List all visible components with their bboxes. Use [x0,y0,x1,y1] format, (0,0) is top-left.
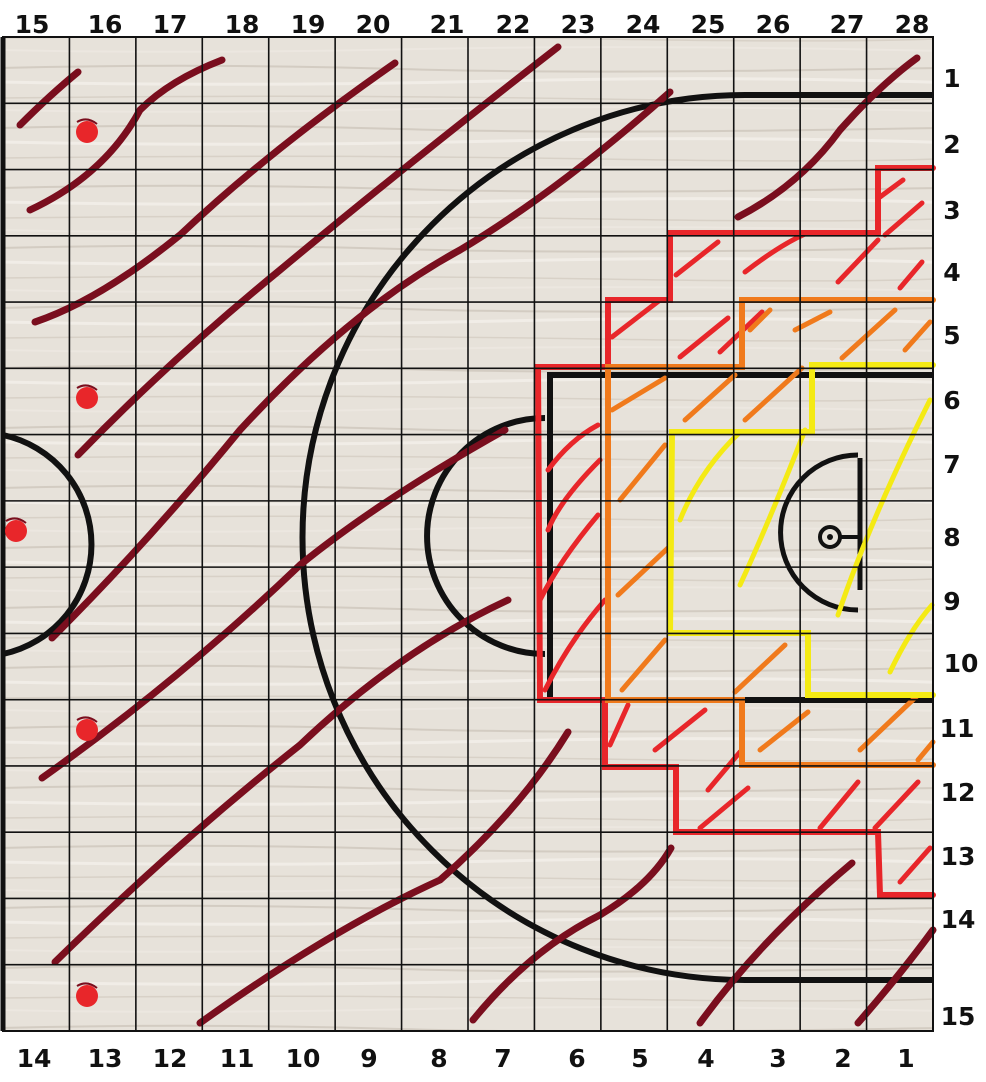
three-point-arc [299,92,933,983]
top-col-label: 26 [756,10,791,39]
top-col-label: 25 [691,10,726,39]
orange-zone [605,297,936,768]
top-col-label: 23 [561,10,596,39]
row-label: 11 [940,714,975,743]
top-col-label: 17 [153,10,188,39]
dark-red-zone-strokes [16,43,937,1027]
row-label: 14 [941,905,976,934]
row-label: 1 [943,64,960,93]
row-label: 6 [943,386,960,415]
row-labels: 1 2 3 4 5 6 7 8 9 10 11 12 13 14 15 [940,64,979,1031]
restricted-area [778,452,859,613]
top-col-label: 21 [430,10,465,39]
bottom-col-label: 3 [769,1044,786,1073]
row-label: 7 [943,450,960,479]
player-marker-3[interactable] [5,517,27,542]
top-col-label: 19 [291,10,326,39]
top-col-label: 18 [225,10,260,39]
top-col-label: 16 [88,10,123,39]
bottom-col-label: 6 [568,1044,585,1073]
row-label: 13 [941,842,976,871]
bottom-col-label: 13 [88,1044,123,1073]
bottom-col-label: 2 [834,1044,851,1073]
yellow-zone-outline [666,362,936,698]
top-col-label: 24 [626,10,661,39]
bottom-column-labels: 14 13 12 11 10 9 8 7 6 5 4 3 2 1 [17,1044,915,1073]
bottom-col-label: 14 [17,1044,52,1073]
center-circle [2,432,95,657]
bottom-col-label: 12 [153,1044,188,1073]
rim [818,525,842,549]
row-label: 3 [943,196,960,225]
row-label: 4 [943,258,960,287]
player-marker-4[interactable] [76,716,98,741]
player-markers [5,118,98,1007]
bottom-col-label: 8 [430,1044,447,1073]
free-throw-circle [424,415,546,657]
top-col-label: 27 [830,10,865,39]
bottom-col-label: 4 [697,1044,714,1073]
player-marker-1[interactable] [76,118,98,143]
rim-center [827,534,833,540]
yellow-zone [666,362,936,698]
row-label: 2 [943,130,960,159]
bottom-col-label: 9 [360,1044,377,1073]
court-markings [2,92,933,983]
top-col-label: 20 [356,10,391,39]
top-col-label: 28 [895,10,930,39]
grid-lines [3,37,933,1031]
bottom-col-label: 10 [286,1044,321,1073]
bottom-col-label: 11 [220,1044,255,1073]
row-label: 5 [943,321,960,350]
player-marker-2[interactable] [76,384,98,409]
top-col-label: 22 [496,10,531,39]
row-label: 8 [943,523,960,552]
red-zone [534,165,936,898]
player-marker-5[interactable] [76,982,98,1007]
bottom-col-label: 5 [631,1044,648,1073]
bottom-col-label: 1 [897,1044,914,1073]
row-label: 10 [944,649,979,678]
row-label: 12 [941,778,976,807]
top-col-label: 15 [15,10,50,39]
orange-zone-outline [605,297,936,768]
top-column-labels: 15 16 17 18 19 20 21 22 23 24 25 26 27 2… [15,10,930,39]
row-label: 9 [943,587,960,616]
bottom-col-label: 7 [494,1044,511,1073]
row-label: 15 [941,1002,976,1031]
